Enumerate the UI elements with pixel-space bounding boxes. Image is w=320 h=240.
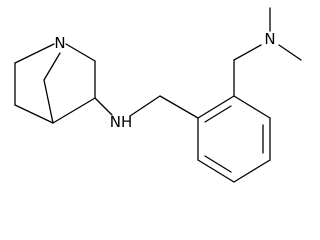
dimethylamino-nitrogen-label: N: [264, 30, 275, 48]
bond: [278, 44, 302, 61]
quinuclidine-nitrogen-label: N: [54, 34, 65, 52]
double-bond-inner: [204, 105, 232, 123]
bond: [197, 95, 235, 119]
quinuclidine-ring: [14, 43, 96, 124]
bond: [52, 97, 96, 124]
amine-linker: [94, 95, 199, 119]
bond: [233, 159, 271, 183]
bond: [197, 159, 235, 183]
amine-nitrogen-label: NH: [110, 113, 133, 131]
bond: [14, 43, 55, 64]
bond: [233, 44, 262, 61]
bond: [43, 52, 61, 81]
bond: [94, 97, 113, 116]
benzene-ring: [197, 95, 271, 183]
bond: [233, 95, 271, 119]
chemical-structure: N NH N: [14, 7, 302, 183]
bond: [65, 43, 96, 62]
bond: [159, 95, 199, 119]
bond: [14, 104, 54, 124]
bond: [43, 79, 54, 124]
double-bond-inner: [204, 155, 232, 173]
dimethylaminomethyl-group: [233, 7, 302, 97]
bond: [129, 95, 161, 117]
